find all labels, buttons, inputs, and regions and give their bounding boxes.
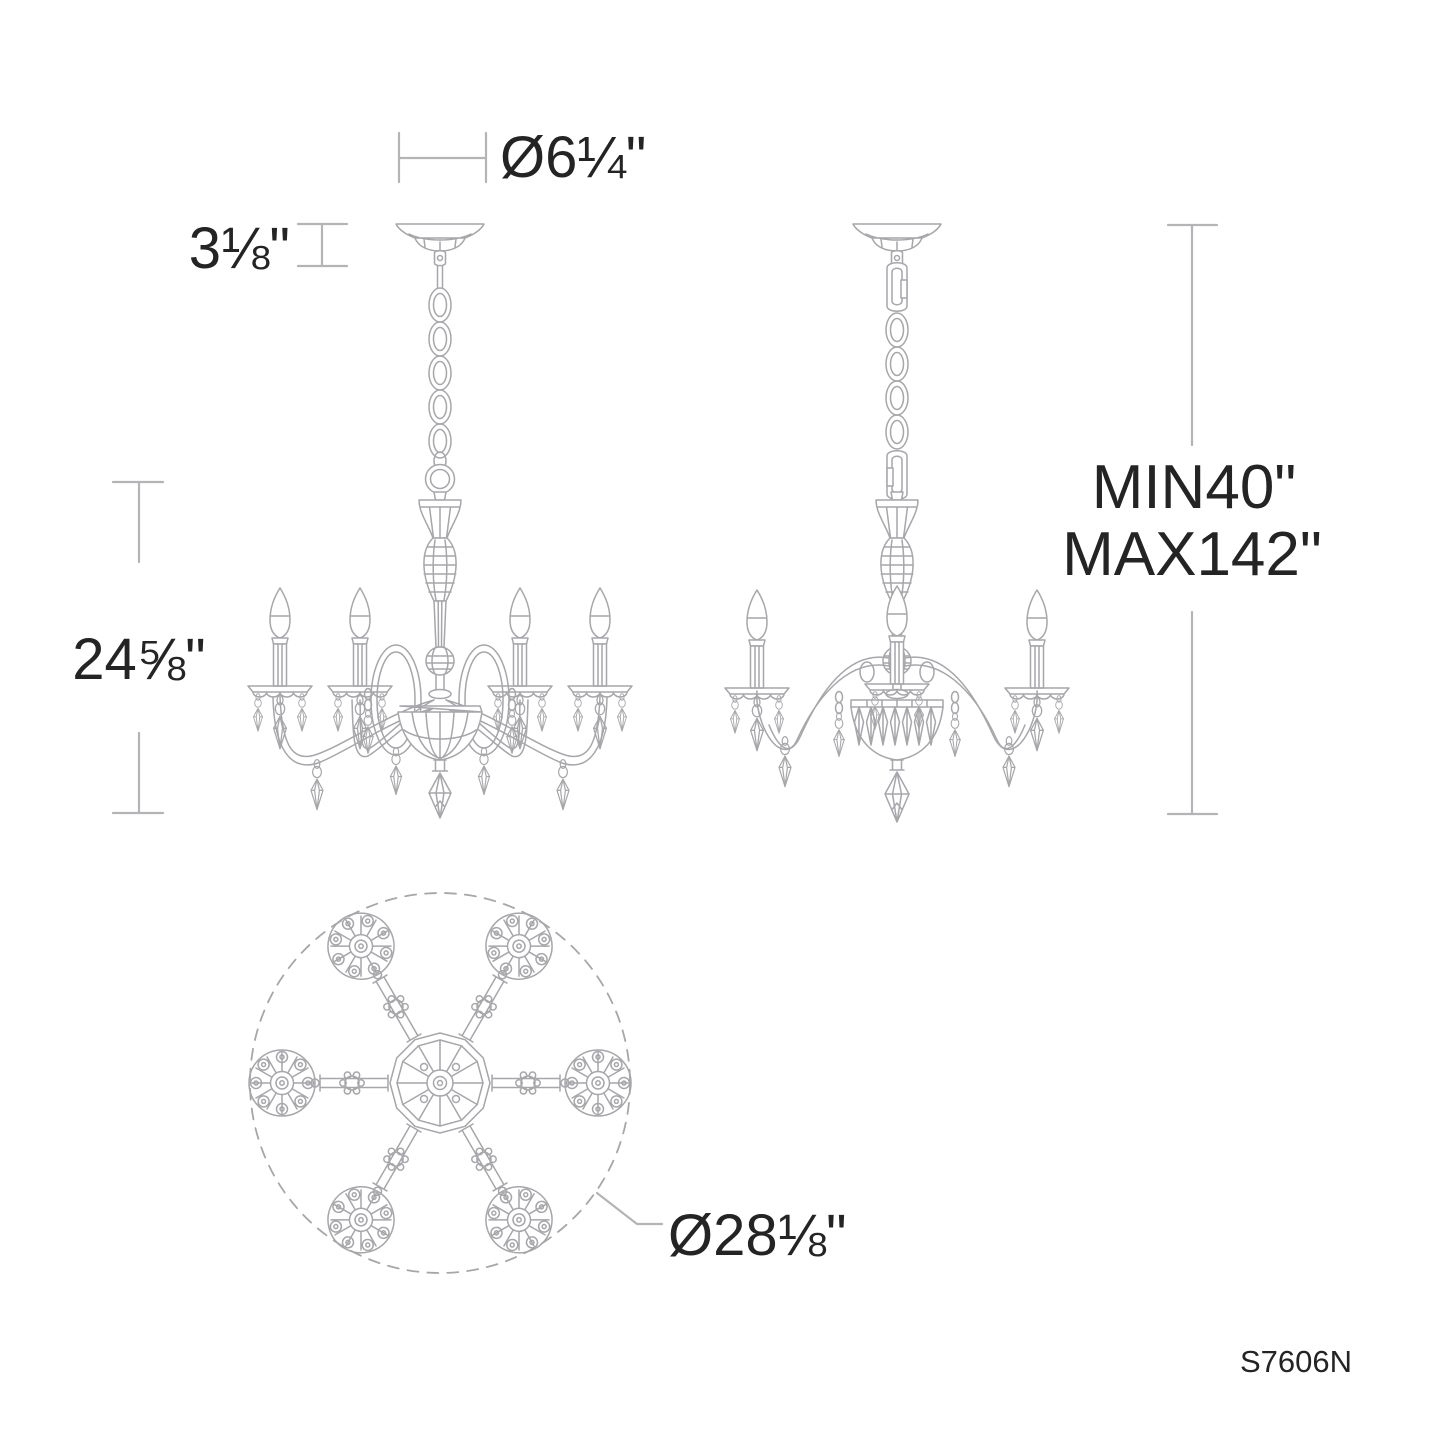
suspension-min-label: MIN40"	[1092, 453, 1297, 522]
overall-height-dimension	[1166, 223, 1219, 816]
fixture-diameter-label: Ø28⅛"	[668, 1203, 847, 1268]
canopy-height-dimension	[296, 222, 349, 268]
suspension-max-label: MAX142"	[1062, 520, 1322, 589]
canopy-diameter-label: Ø6¼"	[500, 125, 646, 190]
model-number: S7606N	[1240, 1344, 1352, 1379]
left-chandelier-front-view	[248, 223, 632, 819]
canopy-height-label: 3⅛"	[189, 216, 290, 281]
right-chandelier-side-view	[725, 223, 1069, 823]
fixture-height-dimension	[111, 480, 165, 815]
fixture-height-label: 24⅝"	[72, 627, 205, 692]
canopy-diameter-dimension	[397, 131, 488, 184]
diameter-leader-line	[595, 1191, 664, 1226]
top-plan-view	[248, 892, 632, 1274]
